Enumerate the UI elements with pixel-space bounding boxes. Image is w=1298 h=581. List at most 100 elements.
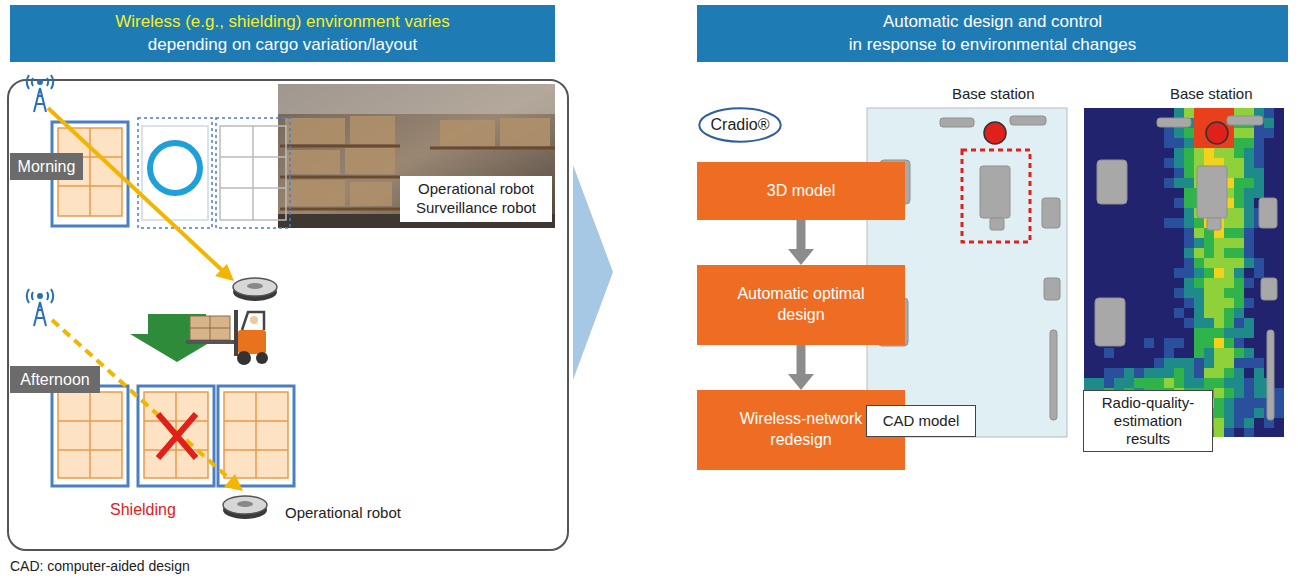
heat-cell [1234,288,1244,298]
flow-chevron [573,165,613,380]
ok-mark [150,143,200,193]
heat-cell [1194,368,1204,378]
robot-icon [233,278,277,301]
heatmap-cells [1084,108,1284,437]
heat-cell [1274,398,1284,408]
heat-cell [1244,158,1254,168]
header-banner: Automatic design and controlin response … [697,5,1288,62]
heat-cell [1224,418,1234,428]
node-text: in response to environmental changes [849,34,1136,56]
heat-cell [1244,208,1254,218]
heat-cell [1204,348,1214,358]
heat-cell [1204,328,1214,338]
heat-cell [1184,128,1194,138]
heat-cell [1194,228,1204,238]
flow-arrow [788,345,814,390]
node-text: Automatic design and control [883,11,1102,33]
heat-cell [1234,188,1244,198]
heat-cell [1204,108,1214,118]
heat-cell [1244,378,1254,388]
base-station-label: Base station [952,85,1035,102]
heat-cell [1194,338,1204,348]
heat-cell [1244,358,1254,368]
heat-cell [1164,378,1174,388]
heat-cell [1224,228,1234,238]
heat-cell [1194,358,1204,368]
heat-cell [1244,318,1254,328]
heat-cell [1234,148,1244,158]
heat-cell [1234,368,1244,378]
heat-cell [1244,328,1254,338]
signal-arrowhead [224,474,243,491]
heat-cell [1214,358,1224,368]
heat-cell [1244,348,1254,358]
heat-cell [1234,268,1244,278]
heat-cell [1164,368,1174,378]
heat-cell [1164,158,1174,168]
heat-cell [1234,228,1244,238]
heat-cell [1274,408,1284,418]
heat-cell [1204,378,1214,388]
heat-cell [1234,178,1244,188]
heat-cell [1214,308,1224,318]
heat-cell [1234,248,1244,258]
node-text: Automatic optimal design [725,284,877,326]
heat-cell [1144,378,1154,388]
heat-cell [1124,368,1134,378]
heat-cell [1184,288,1194,298]
flow-arrow [788,220,814,265]
heat-cell [1214,288,1224,298]
heat-cell [1234,198,1244,208]
heat-cell [1194,118,1204,128]
heat-cell [1164,358,1174,368]
heat-cell [1084,378,1094,388]
heat-cell [1224,288,1234,298]
heat-cell [1224,278,1234,288]
heat-cell [1204,148,1214,158]
forklift-icon [186,310,268,365]
heat-cell [1204,258,1214,268]
heat-cell [1194,288,1204,298]
heat-cell [1184,268,1194,278]
node-text: Wireless (e.g., shielding) environment v… [115,11,449,33]
heat-cell [1234,168,1244,178]
heat-cell [1184,218,1194,228]
node-text: CAD model [883,412,960,430]
heat-cell [1194,258,1204,268]
heat-cell [1254,258,1264,268]
heat-cell [1104,348,1114,358]
heat-cell [1194,218,1204,228]
heat-cell [1164,348,1174,358]
heat-cell [1204,238,1214,248]
heat-cell [1194,148,1204,158]
heat-cell [1264,108,1274,118]
heat-cell [1174,378,1184,388]
heat-cell [1214,148,1224,158]
heat-cell [1244,168,1254,178]
heat-cell [1194,378,1204,388]
heat-cell [1234,128,1244,138]
heat-cell [1154,378,1164,388]
heat-cell [1174,358,1184,368]
heat-cell [1244,188,1254,198]
brand-ellipse: Cradio® [698,107,782,143]
heat-cell [1214,338,1224,348]
heat-cell [1184,138,1194,148]
heat-cell [1174,288,1184,298]
heat-cell [1254,138,1264,148]
heat-cell [1194,318,1204,328]
heat-cell [1264,118,1274,128]
heat-cell [1184,208,1194,218]
heat-cell [1224,338,1234,348]
heat-cell [1214,278,1224,288]
heat-cell [1184,228,1194,238]
heat-cell [1234,328,1244,338]
heat-cell [1234,398,1244,408]
heat-cell [1234,318,1244,328]
heat-cell [1274,388,1284,398]
heat-cell [1244,138,1254,148]
heat-cell [1254,358,1264,368]
heat-cell [1184,198,1194,208]
